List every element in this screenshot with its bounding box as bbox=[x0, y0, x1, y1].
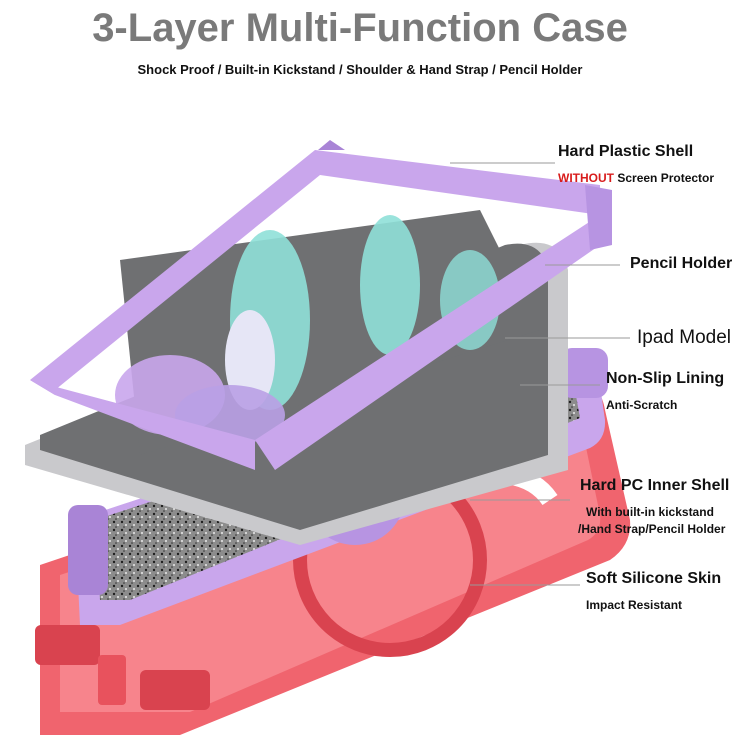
plastic-shell-layer bbox=[30, 140, 612, 470]
anti-scratch-note: Anti-Scratch bbox=[606, 398, 678, 412]
hard-pc-inner-shell-label: Hard PC Inner Shell bbox=[580, 477, 730, 494]
non-slip-lining-label: Non-Slip Lining bbox=[606, 370, 725, 387]
pencil-holder-label: Pencil Holder bbox=[630, 255, 733, 272]
page-subtitle: Shock Proof / Built-in Kickstand / Shoul… bbox=[137, 62, 583, 77]
impact-resistant-note: Impact Resistant bbox=[586, 598, 683, 612]
page-title: 3-Layer Multi-Function Case bbox=[92, 6, 628, 50]
screen-protector-text: Screen Protector bbox=[617, 171, 715, 185]
ipad-model-layer bbox=[25, 210, 568, 545]
soft-silicone-skin-label: Soft Silicone Skin bbox=[586, 570, 722, 587]
ipad-model-label: Ipad Model bbox=[637, 327, 732, 348]
without-text: WITHOUT bbox=[558, 171, 614, 185]
kickstand-note: With built-in kickstand bbox=[586, 505, 714, 519]
strap-pencil-note: /Hand Strap/Pencil Holder bbox=[578, 522, 726, 536]
hard-plastic-shell-label: Hard Plastic Shell bbox=[558, 143, 694, 160]
screen-protector-note: WITHOUT Screen Protector bbox=[558, 171, 714, 185]
